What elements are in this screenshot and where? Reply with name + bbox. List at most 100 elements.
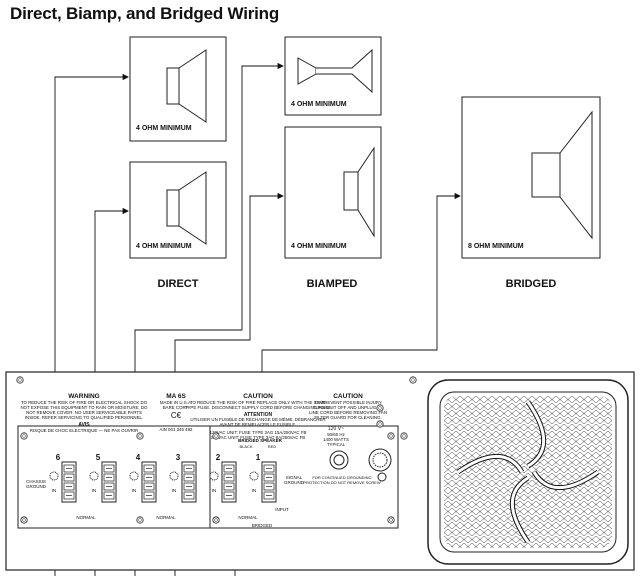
- power-watts: 1400 WATTS: [323, 437, 349, 442]
- terminal-block-ch5: 5IN: [89, 453, 117, 503]
- warning-text: INSIDE. REFER SERVICING TO QUALIFIED PER…: [25, 415, 143, 420]
- model-block: MA 6S MADE IN U.S.A. BARE CORP. C€ AIN 0…: [160, 393, 194, 432]
- gain-knob: [89, 471, 99, 481]
- caution-fuse-block: CAUTION TO REDUCE THE RISK OF FIRE REPLA…: [185, 393, 331, 440]
- speaker-biamp-horn: 4 OHM MINIMUM: [284, 36, 382, 116]
- attention-text: AVANT DE REMPLACER LE FUSIBLE.: [219, 422, 296, 427]
- fuse-spec: 230VAC UNIT: FUSE TYPE 3AG 8A/250VAC FB: [211, 435, 306, 440]
- gain-knob: [169, 471, 179, 481]
- fuse-spec: 120VAC UNIT: FUSE TYPE 3AG 15A/250VAC FB: [210, 430, 307, 435]
- mode-bridged-label: BRIDGED: [252, 523, 273, 528]
- ground-note: FOR CONTINUED GROUNDING: [312, 475, 371, 480]
- screw: [376, 420, 384, 428]
- terminal-block-ch3: 3IN: [169, 453, 197, 503]
- terminal-block-ch2: 2IN: [209, 453, 237, 503]
- warning-heading: WARNING: [68, 393, 99, 400]
- in-label: IN: [252, 488, 257, 493]
- caution-text: TO REDUCE THE RISK OF FIRE REPLACE ONLY …: [190, 400, 326, 405]
- mode-normal-label: NORMAL: [156, 515, 176, 520]
- caution-text: FILTER GUARD FOR CLEANING.: [314, 415, 381, 420]
- screw: [20, 516, 28, 524]
- caution-fan-block: CAUTION TO PREVENT POSSIBLE INJURY TURN …: [309, 393, 387, 447]
- fan-blades: [456, 400, 600, 544]
- attention-text: UTILISER UN FUSIBLE DE RECHANGE DE MÊME,…: [190, 417, 325, 422]
- in-label: IN: [172, 488, 177, 493]
- in-label: IN: [52, 488, 57, 493]
- warning-text: TO REDUCE THE RISK OF FIRE OR ELECTRICAL…: [21, 400, 148, 405]
- caution-text: TYPE FUSE. DISCONNECT SUPPLY CORD BEFORE…: [185, 405, 331, 410]
- screw: [20, 432, 28, 440]
- cooling-fan: [427, 379, 629, 565]
- power-voltage: 120 V~: [328, 426, 344, 432]
- ground-note: PROTECTION DO NOT REMOVE SCREW: [303, 480, 380, 485]
- power-frequency: 50/60 Hz: [327, 432, 345, 437]
- channel-number: 6: [56, 453, 61, 462]
- in-label: IN: [92, 488, 97, 493]
- caution-heading: CAUTION: [243, 393, 273, 400]
- signal-ground-label: SIGNAL: [286, 475, 303, 480]
- warning-text: NOT REMOVE COVER. NO USER SERVICEABLE PA…: [26, 410, 142, 415]
- channel-number: 5: [96, 453, 101, 462]
- black-terminal-label: BLACK: [239, 444, 252, 449]
- screw: [387, 516, 395, 524]
- input-label: INPUT: [275, 507, 289, 512]
- chassis-ground-label: CHASSIS: [26, 479, 46, 484]
- mode-normal-label: NORMAL: [238, 515, 258, 520]
- terminal-block-ch6: 6IN: [49, 453, 77, 503]
- model-made: MADE IN U.S.A.: [160, 400, 192, 405]
- serial-number: AIN 001 345 492: [160, 427, 194, 432]
- power-typical: TYPICAL: [327, 442, 346, 447]
- avis-heading: AVIS: [78, 422, 90, 428]
- caution-text: TO PREVENT POSSIBLE INJURY: [314, 400, 382, 405]
- page-title: Direct, Biamp, and Bridged Wiring: [10, 4, 280, 23]
- screw: [409, 376, 417, 384]
- red-terminal-label: RED: [268, 444, 277, 449]
- panel-screws: [16, 376, 417, 524]
- signal-ground-label: GROUND: [284, 480, 305, 485]
- caution-heading: CAUTION: [333, 393, 363, 400]
- screw: [376, 404, 384, 412]
- attention-heading: ATTENTION: [244, 412, 273, 418]
- channel-number: 1: [256, 453, 261, 462]
- caution-text: TURN UNIT OFF AND UNPLUG AC: [313, 405, 383, 410]
- terminal-block-ch1: 1IN: [249, 453, 277, 503]
- speaker-rating-label: 4 OHM MINIMUM: [291, 101, 347, 108]
- chassis-ground-label: GROUND: [26, 484, 47, 489]
- speaker-rating-label: 4 OHM MINIMUM: [136, 125, 192, 132]
- avis-text: RISQUE DE CHOC ELECTRIQUE — NE PAS OUVRI…: [30, 428, 138, 433]
- screw: [16, 376, 24, 384]
- speaker-biamp-woofer: 4 OHM MINIMUM: [284, 126, 382, 259]
- channel-number: 3: [176, 453, 181, 462]
- section-label-biamped: BIAMPED: [307, 278, 358, 290]
- gain-knob: [49, 471, 59, 481]
- mode-normal-label: NORMAL: [76, 515, 96, 520]
- screw: [136, 432, 144, 440]
- model-corp: BARE CORP.: [163, 405, 190, 410]
- warning-text: NOT EXPOSE THIS EQUIPMENT TO RAIN OR MOI…: [21, 405, 149, 410]
- bridged-speaker-label: BRIDGED SPEAKER: [238, 438, 283, 443]
- gain-knob: [209, 471, 219, 481]
- warning-block: WARNING TO REDUCE THE RISK OF FIRE OR EL…: [21, 393, 149, 433]
- channel-number: 2: [216, 453, 221, 462]
- terminal-block-ch4: 4IN: [129, 453, 157, 503]
- caution-text: LINE CORD BEFORE REMOVING FAN: [309, 410, 387, 415]
- screw: [387, 432, 395, 440]
- speaker-rating-label: 4 OHM MINIMUM: [136, 243, 192, 250]
- speaker-rating-label: 8 OHM MINIMUM: [468, 243, 524, 250]
- screw: [136, 516, 144, 524]
- ce-mark: C€: [171, 411, 182, 420]
- gain-knob: [249, 471, 259, 481]
- speaker-bridged: 8 OHM MINIMUM: [461, 96, 601, 259]
- screw: [212, 432, 220, 440]
- speaker-direct-bottom: 4 OHM MINIMUM: [129, 161, 227, 259]
- in-label: IN: [132, 488, 137, 493]
- screw: [212, 516, 220, 524]
- screw: [400, 432, 408, 440]
- speaker-direct-top: 4 OHM MINIMUM: [129, 36, 227, 142]
- section-label-bridged: BRIDGED: [506, 278, 557, 290]
- model-name: MA 6S: [166, 393, 186, 400]
- in-label: IN: [212, 488, 217, 493]
- channel-number: 4: [136, 453, 141, 462]
- section-label-direct: DIRECT: [158, 278, 199, 290]
